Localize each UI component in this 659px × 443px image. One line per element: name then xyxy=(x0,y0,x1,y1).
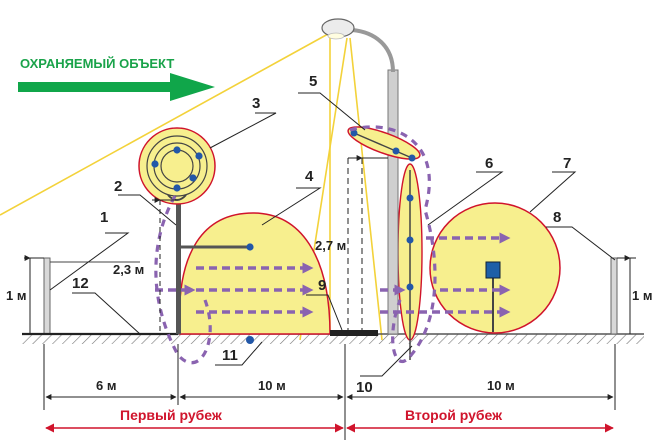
label-8: 8 xyxy=(553,209,561,226)
height-dim-lamp xyxy=(347,155,388,334)
measure-6m: 6 м xyxy=(96,378,116,393)
label-6: 6 xyxy=(485,155,493,172)
label-4: 4 xyxy=(305,168,314,185)
measure-10m-b: 10 м xyxy=(487,378,515,393)
label-leaders xyxy=(49,92,616,377)
buried-sensor-node xyxy=(246,336,254,344)
detection-outlines xyxy=(154,125,437,365)
label-9: 9 xyxy=(318,277,326,294)
width-dims xyxy=(43,344,616,440)
zone-second-label: Второй рубеж xyxy=(405,407,503,423)
label-2: 2 xyxy=(114,178,122,195)
title-text: ОХРАНЯЕМЫЙ ОБЪЕКТ xyxy=(20,56,174,71)
lamp-pole xyxy=(321,18,399,335)
label-11: 11 xyxy=(222,347,238,364)
zone-7-detector xyxy=(485,261,501,332)
green-direction-arrow xyxy=(18,73,215,101)
sensor-5 xyxy=(347,126,421,162)
sensor-6-column xyxy=(406,170,414,334)
label-5: 5 xyxy=(309,73,317,90)
sensor-3-ring xyxy=(138,127,216,205)
height-dim-mast xyxy=(152,197,176,334)
label-7: 7 xyxy=(563,155,571,172)
zone-first-label: Первый рубеж xyxy=(120,407,223,423)
light-beam xyxy=(0,33,383,341)
measure-10m-a: 10 м xyxy=(258,378,286,393)
label-1: 1 xyxy=(100,209,108,226)
measure-1m-left: 1 м xyxy=(6,288,26,303)
label-10: 10 xyxy=(356,379,373,396)
right-fence xyxy=(610,255,636,335)
detector-9-slab xyxy=(330,330,378,336)
mast-2 xyxy=(176,200,254,334)
measure-2-7m: 2,7 м xyxy=(315,238,346,253)
measure-1m-right: 1 м xyxy=(632,288,652,303)
measure-2-3m: 2,3 м xyxy=(113,262,144,277)
detection-arrows xyxy=(155,232,511,318)
zone-4-field xyxy=(178,212,331,335)
label-12: 12 xyxy=(72,275,89,292)
label-3: 3 xyxy=(252,95,260,112)
